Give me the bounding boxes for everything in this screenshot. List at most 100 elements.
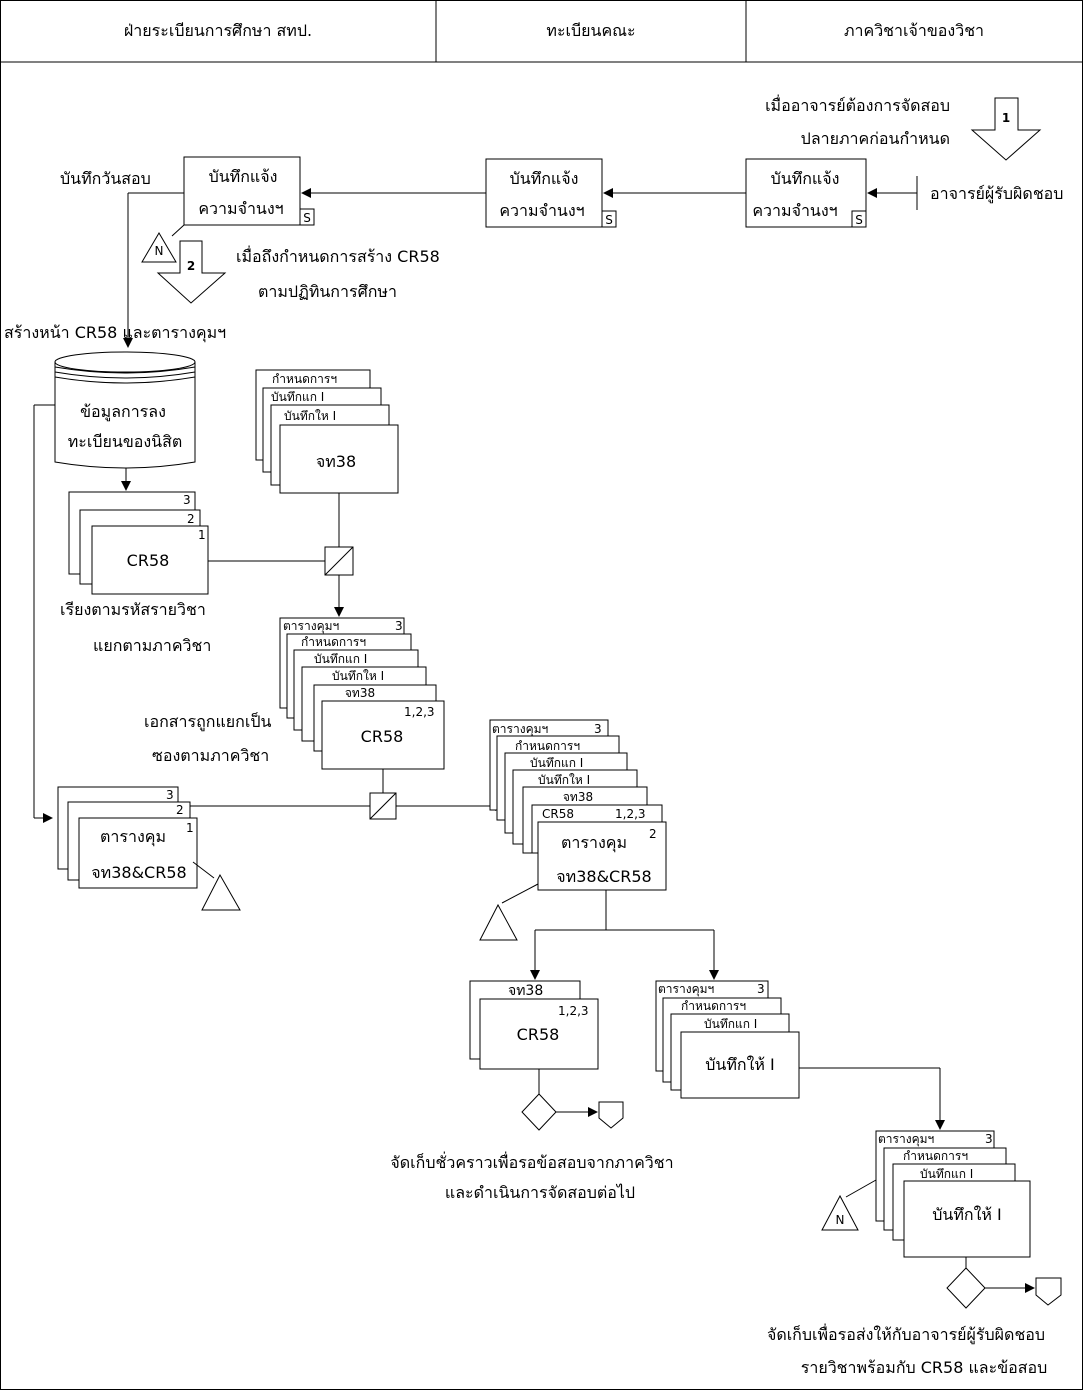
offpage-final: [1035, 1277, 1062, 1306]
memo-mid-memo-give: บันทึกให้ I: [705, 1055, 775, 1074]
control-copy2: 2: [176, 803, 184, 817]
control-line2: จท38&CR58: [91, 863, 186, 882]
final-control-copy: 3: [985, 1132, 993, 1146]
memo-registrar-line2: ความจำนงฯ: [198, 199, 283, 218]
memo-stack-mid: [655, 980, 800, 1099]
store-n-link: [171, 224, 185, 237]
cr58-copy2: 2: [187, 512, 195, 526]
memo-faculty-line1: บันทึกแจ้ง: [510, 169, 579, 188]
trigger-1: 1: [970, 97, 1042, 161]
decision-temp: [521, 1093, 557, 1131]
sort-label-line1: เรียงตามรหัสรายวิชา: [60, 600, 206, 619]
final-store-line2: รายวิชาพร้อมกับ CR58 และข้อสอบ: [801, 1358, 1048, 1377]
database-line2: ทะเบียนของนิสิต: [68, 432, 183, 451]
department-stack: [489, 719, 667, 891]
cr58-temp-cht38: จท38: [508, 983, 543, 999]
final-memo-correct: บันทึกแก I: [920, 1167, 973, 1181]
file-store-control: [201, 873, 241, 911]
split-control-copy: 3: [395, 619, 403, 633]
memo-mid-schedule: กำหนดการฯ: [681, 999, 746, 1013]
memo-registrar-line1: บันทึกแจ้ง: [209, 167, 278, 186]
final-store-link: [845, 1179, 877, 1198]
cht38-stack-memo-give: บันทึกให I: [284, 409, 336, 423]
cht38-stack-memo-correct: บันทึกแก I: [271, 390, 324, 404]
cht38-stack-main: จท38: [316, 452, 356, 471]
final-schedule: กำหนดการฯ: [903, 1149, 968, 1163]
separate-label-line2: ซองตามภาควิชา: [152, 746, 269, 765]
cr58-temp-copies: 1,2,3: [558, 1004, 589, 1018]
trigger-1-text-line2: ปลายภาคก่อนกำหนด: [801, 129, 950, 148]
final-store-line1: จัดเก็บเพื่อรอส่งให้กับอาจารย์ผู้รับผิดช…: [767, 1323, 1045, 1345]
dept-control-line1: ตารางคุม: [561, 833, 627, 853]
database-line1: ข้อมูลการลง: [80, 402, 166, 422]
dept-cht38: จท38: [563, 790, 593, 804]
split-memo-correct: บันทึกแก I: [314, 652, 367, 666]
split-stack: [279, 617, 445, 770]
sort-label-line2: แยกตามภาควิชา: [93, 636, 211, 655]
cr58-label: CR58: [127, 551, 170, 570]
dept-control-copy: 3: [594, 722, 602, 736]
control-line1: ตารางคุม: [100, 827, 166, 847]
cr58-temp-cr58: CR58: [517, 1025, 560, 1044]
file-store-n-bottom-label: N: [836, 1213, 845, 1227]
file-store-n-bottom: [821, 1194, 859, 1231]
dept-store-link: [501, 883, 539, 904]
memo-department: [745, 158, 867, 228]
create-label: สร้างหน้า CR58 และตารางคุมฯ: [4, 323, 226, 343]
memo-faculty-line2: ความจำนงฯ: [499, 201, 584, 220]
control-store-link: [192, 861, 215, 879]
dept-control-copy2: 2: [649, 827, 657, 841]
collate-1: [324, 546, 354, 576]
file-store-n-top: [141, 232, 177, 263]
trigger-2: 2: [156, 240, 227, 304]
lane-header-department: ภาควิชาเจ้าของวิชา: [844, 21, 984, 40]
decision-final: [946, 1267, 986, 1309]
memo-mid-control-copy: 3: [757, 982, 765, 996]
memo-department-tag: S: [855, 213, 863, 227]
examiner-label: อาจารย์ผู้รับผิดชอบ: [930, 184, 1063, 204]
cr58-stack: [68, 491, 209, 595]
cr58-copy3: 3: [183, 493, 191, 507]
file-store-dept: [479, 903, 518, 941]
dept-control-line2: จท38&CR58: [556, 867, 651, 886]
control-stack: [57, 786, 198, 889]
split-schedule: กำหนดการฯ: [301, 635, 366, 649]
cht38-stack: [255, 369, 399, 494]
split-copies: 1,2,3: [404, 705, 435, 719]
memo-faculty-tag: S: [605, 213, 613, 227]
lane-header-registrar: ฝ่ายระเบียนการศึกษา สทป.: [124, 21, 312, 40]
memo-department-line2: ความจำนงฯ: [752, 201, 837, 220]
dept-memo-give: บันทึกให I: [538, 773, 590, 787]
exam-date-label: บันทึกวันสอบ: [60, 169, 151, 188]
separate-label-line1: เอกสารถูกแยกเป็น: [144, 711, 271, 732]
dept-cr58: CR58: [542, 807, 574, 821]
database-registration: [54, 351, 196, 469]
memo-faculty: [485, 158, 617, 228]
memo-registrar-tag: S: [303, 211, 311, 225]
trigger-2-line1: เมื่อถึงกำหนดการสร้าง CR58: [236, 245, 440, 266]
lane-header-faculty: ทะเบียนคณะ: [546, 21, 635, 40]
final-stack: [875, 1130, 1031, 1258]
trigger-1-text-line1: เมื่ออาจารย์ต้องการจัดสอบ: [765, 94, 950, 115]
control-copy1: 1: [186, 821, 194, 835]
memo-mid-memo-correct: บันทึกแก I: [704, 1017, 757, 1031]
split-control-table: ตารางคุมฯ: [283, 619, 339, 634]
final-memo-give: บันทึกให้ I: [932, 1205, 1002, 1224]
temp-store-line2: และดำเนินการจัดสอบต่อไป: [445, 1183, 635, 1202]
cr58-copy1: 1: [198, 528, 206, 542]
dept-control-table: ตารางคุมฯ: [492, 722, 548, 737]
temp-store-line1: จัดเก็บชั่วคราวเพื่อรอข้อสอบจากภาควิชา: [390, 1151, 673, 1172]
trigger-2-line2: ตามปฏิทินการศึกษา: [258, 282, 397, 301]
split-cht38: จท38: [345, 686, 375, 700]
cr58-temp-stack: [469, 980, 599, 1070]
memo-department-line1: บันทึกแจ้ง: [771, 169, 840, 188]
final-control-table: ตารางคุมฯ: [878, 1132, 934, 1147]
split-cr58: CR58: [361, 727, 404, 746]
offpage-temp: [598, 1101, 624, 1129]
memo-registrar: [183, 156, 315, 226]
cht38-stack-schedule: กำหนดการฯ: [272, 372, 337, 386]
dept-cr58-copies: 1,2,3: [615, 807, 646, 821]
collate-2: [369, 792, 397, 820]
file-store-n-top-label: N: [155, 244, 164, 258]
